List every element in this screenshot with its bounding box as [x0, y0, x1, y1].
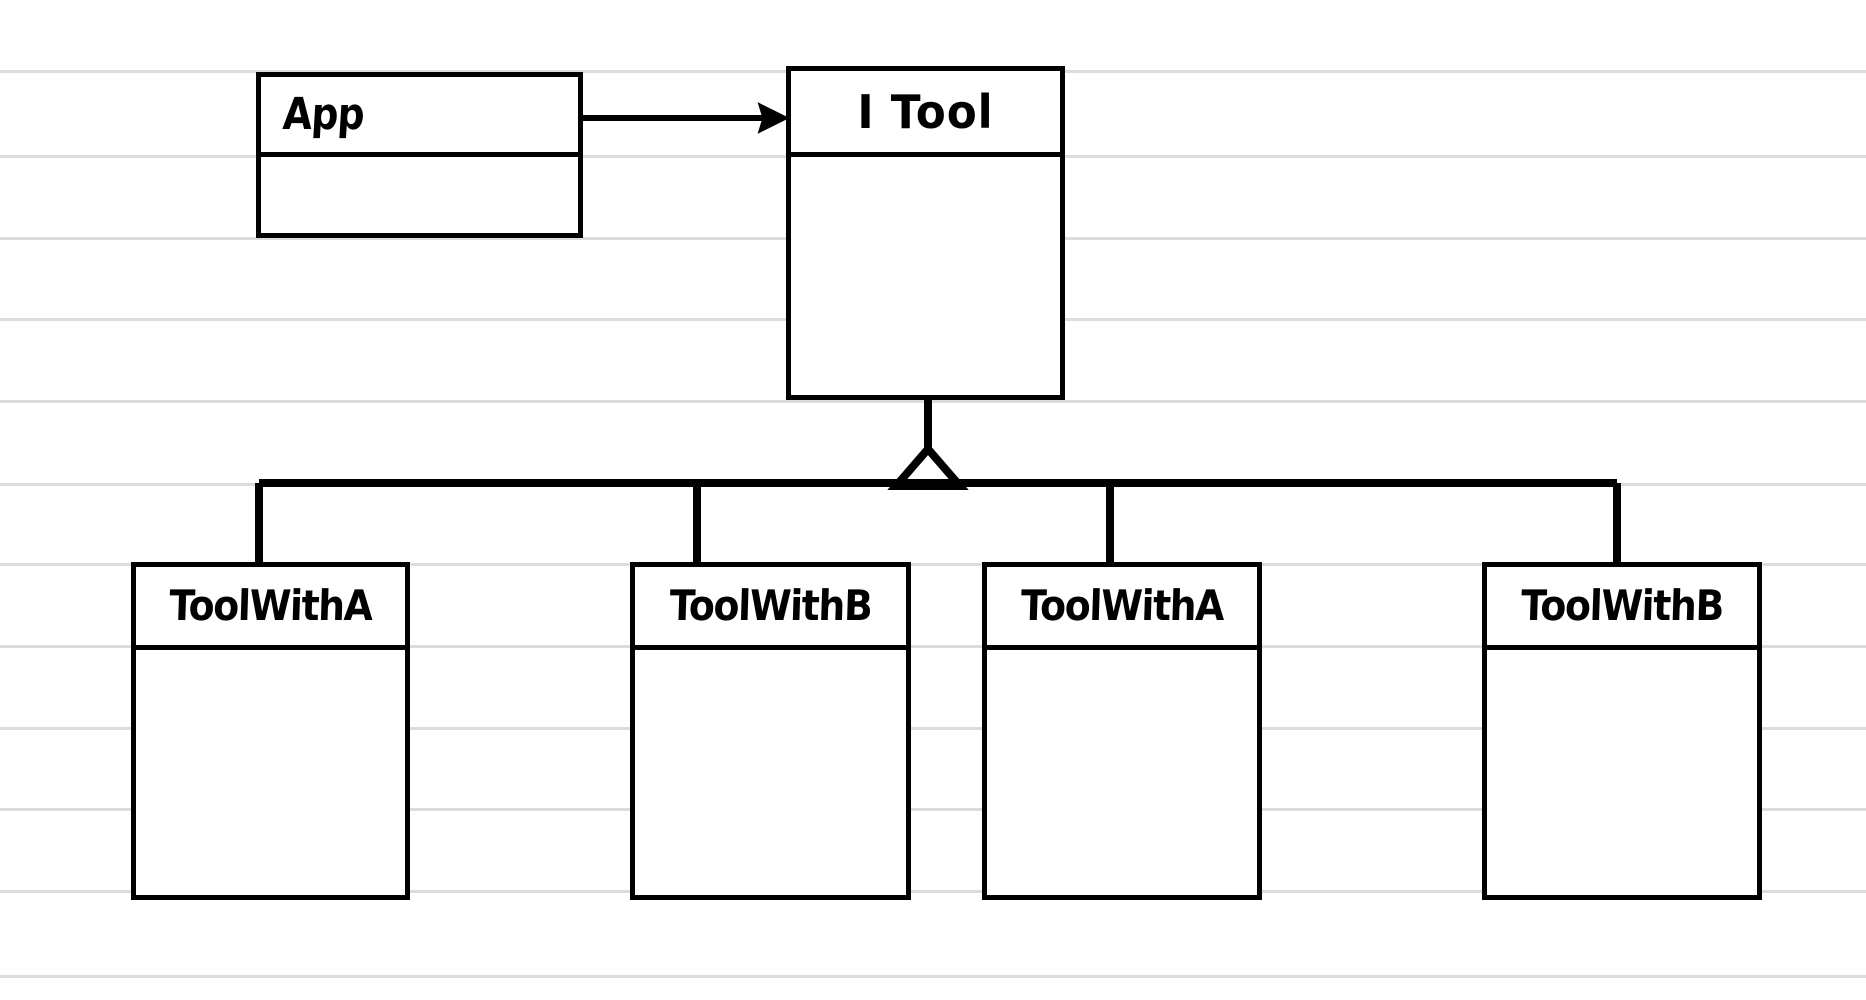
class-header-app: App — [261, 77, 578, 157]
class-members-toolwitha-1 — [136, 650, 405, 895]
class-header-toolwitha-1: ToolWithA — [136, 567, 405, 650]
class-name-toolwithb-2: ToolWithB — [1520, 581, 1724, 630]
class-name-app: App — [281, 88, 366, 140]
class-box-toolwithb-1[interactable]: ToolWithB — [630, 562, 911, 900]
association-connector-app-itool — [583, 102, 790, 134]
class-header-toolwithb-1: ToolWithB — [635, 567, 906, 650]
class-members-toolwitha-2 — [987, 650, 1257, 895]
class-members-toolwithb-2 — [1487, 650, 1757, 895]
class-header-itool: I Tool — [791, 71, 1060, 157]
class-box-app[interactable]: App — [256, 72, 583, 238]
class-members-toolwithb-1 — [635, 650, 906, 895]
class-box-toolwithb-2[interactable]: ToolWithB — [1482, 562, 1762, 900]
class-name-toolwitha-1: ToolWithA — [168, 581, 373, 630]
class-header-toolwitha-2: ToolWithA — [987, 567, 1257, 650]
class-box-itool[interactable]: I Tool — [786, 66, 1065, 400]
class-name-toolwitha-2: ToolWithA — [1020, 581, 1224, 630]
class-header-toolwithb-2: ToolWithB — [1487, 567, 1757, 650]
class-box-toolwitha-2[interactable]: ToolWithA — [982, 562, 1262, 900]
class-members-itool — [791, 157, 1060, 395]
class-members-app — [261, 157, 578, 233]
class-name-toolwithb-1: ToolWithB — [668, 581, 873, 630]
generalization-connector-itool — [255, 400, 1621, 566]
class-name-itool: I Tool — [857, 84, 994, 139]
class-box-toolwitha-1[interactable]: ToolWithA — [131, 562, 410, 900]
